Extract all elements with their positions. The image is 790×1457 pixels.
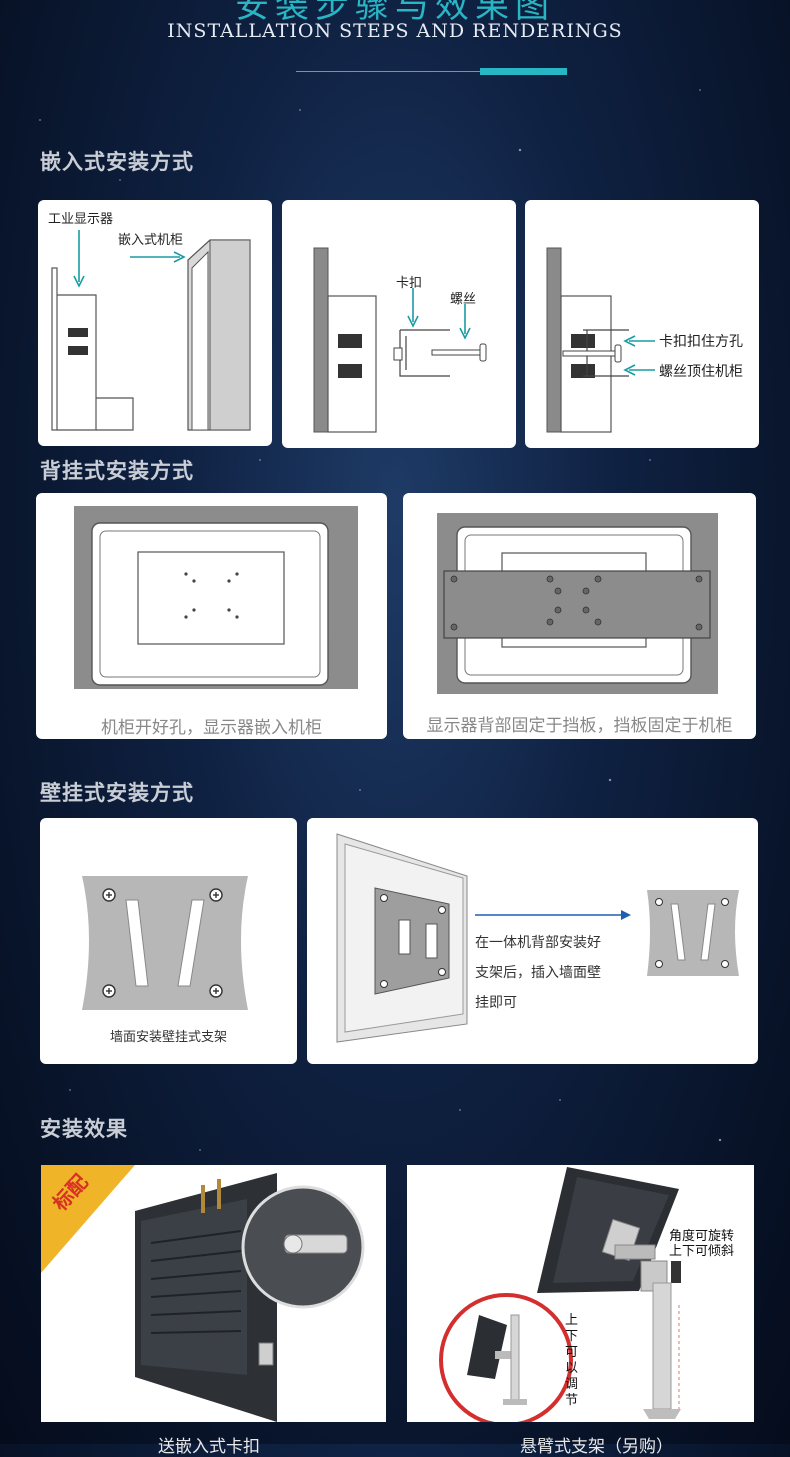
effect-right-card: 角度可旋转 上下可倾斜 上下可以调节 [407,1165,754,1422]
page-title-cn: 安装步骤与效果图 [235,0,555,26]
label-clip: 卡扣 [396,276,423,291]
stand-rotate-label: 角度可旋转 上下可倾斜 [669,1229,734,1259]
embedded-step-3-diagram [546,247,655,433]
wall-mount-note: 在一体机背部安装好 支架后，插入墙面壁 挂即可 [475,928,601,1018]
back-mount-left-card: 机柜开好孔，显示器嵌入机柜 [36,493,387,739]
bottom-caption-right: 悬臂式支架（另购） [520,1437,673,1457]
wall-mount-note-line-2: 支架后，插入墙面壁 [475,965,601,981]
label-screw: 螺丝 [450,292,477,307]
section-title-effect: 安装效果 [40,1117,128,1141]
wall-mount-assembly-diagram [336,833,739,1043]
page-title-en: INSTALLATION STEPS AND RENDERINGS [167,20,623,42]
label-screw-hold: 螺丝顶住机柜 [659,364,743,380]
section-title-embedded: 嵌入式安装方式 [40,150,194,174]
section-title-wall-mount: 壁挂式安装方式 [40,781,194,805]
embedded-step-1-card: 工业显示器 嵌入式机柜 [38,200,272,446]
wall-mount-left-caption: 墙面安装壁挂式支架 [109,1030,227,1045]
embedded-step-2-card: 卡扣 螺丝 [282,200,516,448]
embedded-step-2-diagram [313,247,487,433]
back-mount-right-diagram [437,513,718,694]
back-mount-right-card: 显示器背部固定于挡板，挡板固定于机柜 [403,493,756,739]
monitor-back-photo [41,1165,365,1422]
back-mount-right-caption: 显示器背部固定于挡板，挡板固定于机柜 [426,716,733,736]
effect-left-card: 标配 [41,1165,386,1422]
wall-mount-note-line-1: 在一体机背部安装好 [475,935,601,951]
title-divider [296,71,567,72]
embedded-step-1-diagram [51,230,251,431]
section-title-back-mount: 背挂式安装方式 [40,459,194,483]
label-display: 工业显示器 [48,212,114,227]
back-mount-left-caption: 机柜开好孔，显示器嵌入机柜 [101,718,322,738]
arm-stand-photo [439,1167,681,1422]
back-mount-left-diagram [74,506,358,689]
vertical-adjust-label: 上下可以调节 [565,1313,579,1408]
stand-rotate-label-2: 上下可倾斜 [669,1244,735,1259]
title-accent-bar [480,68,567,75]
stand-rotate-label-1: 角度可旋转 [669,1229,735,1244]
wall-bracket-diagram [82,876,248,1010]
label-cabinet: 嵌入式机柜 [118,233,184,248]
bottom-caption-left: 送嵌入式卡扣 [158,1437,260,1457]
wall-mount-left-card: 墙面安装壁挂式支架 [40,818,297,1064]
wall-mount-note-line-3: 挂即可 [475,995,517,1011]
embedded-step-3-card: 卡扣扣住方孔 螺丝顶住机柜 [525,200,759,448]
label-clip-hold: 卡扣扣住方孔 [659,334,743,350]
wall-mount-right-card: 在一体机背部安装好 支架后，插入墙面壁 挂即可 [307,818,758,1064]
